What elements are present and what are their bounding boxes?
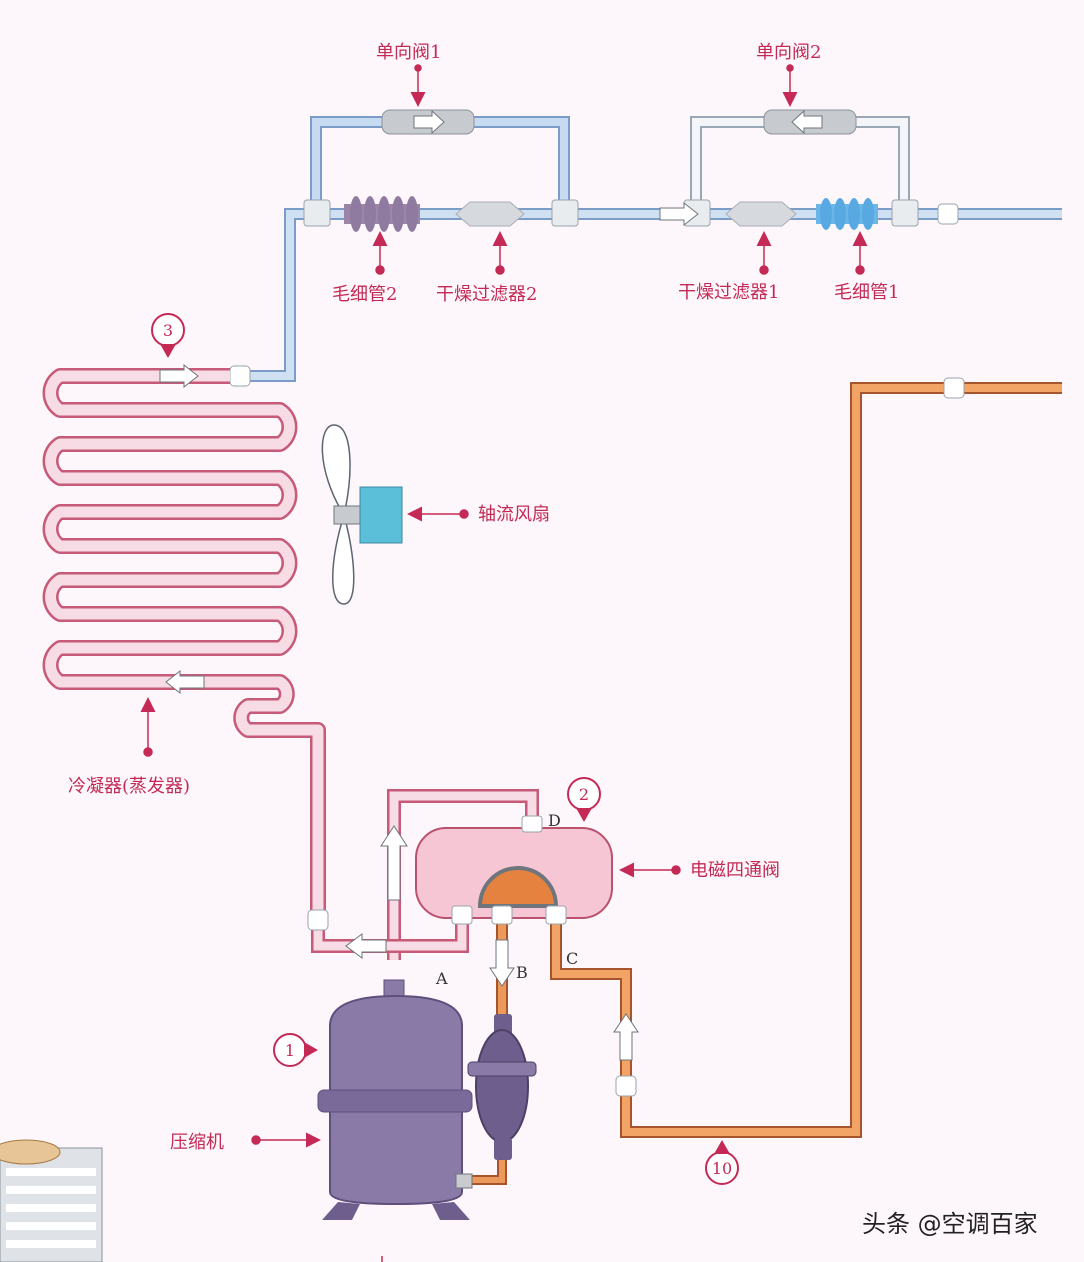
tee-fitting [551, 199, 579, 227]
svg-text:1: 1 [285, 1041, 295, 1060]
label-condenser: 冷凝器(蒸发器) [68, 776, 190, 797]
flow-arrow-icon [489, 939, 515, 987]
fan-blade-icon [332, 512, 355, 605]
pipe-coupling [307, 909, 329, 931]
check-valve-2 [763, 109, 857, 135]
condenser-coil [42, 363, 326, 920]
axial-fan [321, 424, 403, 605]
callouts [140, 64, 868, 1262]
label-four-way-valve: 电磁四通阀 [690, 860, 780, 881]
top-pipe-assembly [229, 109, 1062, 387]
port-label-b: B [516, 963, 528, 982]
tee-fitting [303, 199, 331, 227]
flow-arrow-icon [413, 109, 445, 135]
port-label-c: C [566, 949, 578, 968]
flow-arrow-icon [165, 669, 205, 695]
flow-arrow-icon [791, 109, 823, 135]
capillary-tube-2 [344, 196, 420, 232]
label-check-valve-1: 单向阀1 [376, 42, 441, 63]
svg-text:10: 10 [712, 1159, 732, 1178]
flow-arrow-icon [613, 1013, 639, 1061]
label-filter-drier-1: 干燥过滤器1 [678, 282, 779, 303]
label-capillary-1: 毛细管1 [834, 282, 899, 303]
watermark: 头条 @空调百家 [862, 1210, 1038, 1238]
svg-text:3: 3 [163, 321, 173, 340]
pipe-coupling [937, 203, 959, 225]
label-axial-fan: 轴流风扇 [478, 504, 550, 525]
label-compressor: 压缩机 [170, 1132, 224, 1153]
label-capillary-2: 毛细管2 [332, 284, 397, 305]
marker-2: 2 [567, 777, 601, 822]
tee-fitting [891, 199, 919, 227]
marker-1: 1 [273, 1033, 318, 1067]
flow-arrow-icon [159, 363, 199, 389]
gas-liquid-separator [467, 1014, 537, 1160]
filter-drier-2 [455, 201, 525, 227]
outdoor-unit-fragment [0, 1139, 103, 1262]
label-check-valve-2: 单向阀2 [756, 42, 821, 63]
marker-10: 10 [705, 1140, 739, 1185]
pipe-coupling [943, 377, 965, 399]
svg-text:2: 2 [579, 785, 589, 804]
flow-arrow-icon [345, 933, 387, 959]
capillary-tube-1 [816, 198, 878, 230]
fan-motor [359, 486, 403, 544]
fan-blade-icon [321, 424, 351, 517]
port-label-a: A [435, 969, 448, 988]
pipe-coupling [615, 1075, 637, 1097]
filter-drier-1 [725, 201, 797, 227]
compressor [317, 979, 473, 1220]
flow-arrow-icon [659, 201, 699, 227]
marker-3: 3 [151, 313, 185, 358]
label-filter-drier-2: 干燥过滤器2 [436, 284, 537, 305]
flow-arrow-icon [380, 825, 408, 901]
pipe-coupling [229, 365, 251, 387]
port-label-d: D [548, 811, 561, 830]
four-way-valve-piping [307, 377, 1062, 1185]
check-valve-1 [381, 109, 475, 135]
